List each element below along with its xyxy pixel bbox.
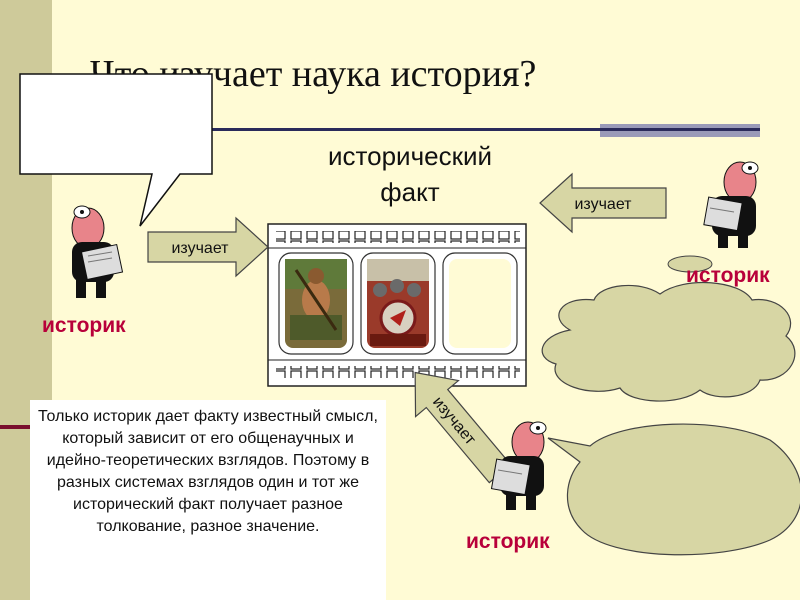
film-strip xyxy=(267,223,527,387)
speech-bubble-bottom-right xyxy=(547,423,800,556)
speech-bubble-empty-white xyxy=(19,73,213,227)
arrow-right-studies: изучает xyxy=(539,172,667,234)
historian-figure-bottom xyxy=(490,421,547,510)
thought-cloud-right xyxy=(541,255,796,402)
film-frame-empty-inner xyxy=(449,259,511,348)
historian-figure-left xyxy=(71,205,124,298)
historian-label-bottom: историк xyxy=(466,530,550,553)
film-frame-primitive-hunters xyxy=(278,252,354,355)
title-underline xyxy=(200,128,760,131)
film-frame-warriors xyxy=(360,252,436,355)
historian-figure-top-right xyxy=(703,161,759,248)
arrow-left-studies: изучает xyxy=(147,216,269,278)
arrow-left-label: изучает xyxy=(171,240,229,257)
historical-fact-label: исторический факт xyxy=(327,141,492,207)
sidebar-accent-line xyxy=(0,425,30,429)
explanation-note: Только историк дает факту известный смыс… xyxy=(30,400,386,600)
historian-label-left: историк xyxy=(42,314,126,337)
arrow-right-label: изучает xyxy=(574,196,632,213)
historian-label-top-right: историк xyxy=(686,264,770,287)
